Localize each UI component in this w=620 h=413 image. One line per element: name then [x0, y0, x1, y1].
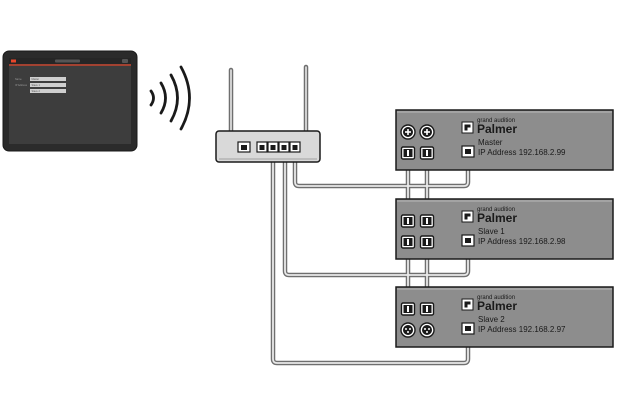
tablet-device: Name Master IP Address Slave 1 Slave 2 [2, 50, 138, 152]
ethernet-port-icon [267, 141, 279, 153]
tablet-field[interactable] [30, 83, 66, 87]
brand-name: Palmer [477, 122, 517, 136]
tablet-accent-bar [9, 64, 131, 66]
xlr-connector-icon [400, 322, 416, 338]
unit-role: Slave 2 [478, 315, 505, 324]
palmer-logo-icon [461, 121, 474, 134]
tablet-form: Name Master IP Address Slave 1 Slave 2 [15, 77, 66, 93]
xlr-connector-icon [419, 124, 435, 140]
unit-ip-address: IP Address 192.168.2.97 [478, 325, 566, 334]
ethernet-port-icon [289, 141, 301, 153]
xlr-plug-icon [400, 214, 416, 228]
unit-chassis [395, 109, 614, 171]
unit-chassis [395, 198, 614, 260]
unit-role: Master [478, 138, 503, 147]
brand-name: Palmer [477, 211, 517, 225]
ethernet-port-icon [278, 141, 290, 153]
brand-name: Palmer [477, 299, 517, 313]
router [215, 64, 321, 163]
tablet-field-value: Slave 1 [32, 84, 41, 87]
brand-tagline: grand audition [477, 207, 515, 213]
ethernet-port-icon [461, 145, 475, 158]
xlr-plug-icon [400, 235, 416, 249]
xlr-plug-icon [400, 146, 416, 160]
ethernet-port-icon [237, 141, 251, 153]
tablet-app-icon [11, 59, 16, 63]
tablet-field-label: Name [15, 78, 22, 81]
tablet-field-value: Master [32, 78, 40, 81]
ethernet-port-icon [461, 234, 475, 247]
palmer-logo-icon [461, 210, 474, 223]
ethernet-port-icon [256, 141, 268, 153]
brand-tagline: grand audition [477, 118, 515, 124]
wifi-waves-icon [149, 65, 191, 131]
tablet-field-label: IP Address [15, 84, 28, 87]
tablet-address-bar [55, 59, 80, 63]
tablet-field[interactable] [30, 77, 66, 81]
unit-ip-address: IP Address 192.168.2.98 [478, 237, 566, 246]
tablet-field[interactable] [30, 89, 66, 93]
xlr-plug-icon [419, 302, 435, 316]
unit-role: Slave 1 [478, 227, 505, 236]
xlr-plug-icon [419, 235, 435, 249]
xlr-plug-icon [419, 214, 435, 228]
xlr-plug-icon [400, 302, 416, 316]
tablet-field-value: Slave 2 [32, 90, 41, 93]
tablet-screen [9, 58, 131, 144]
ethernet-port-icon [461, 322, 475, 335]
xlr-plug-icon [419, 146, 435, 160]
xlr-connector-icon [419, 322, 435, 338]
xlr-connector-icon [400, 124, 416, 140]
unit-ip-address: IP Address 192.168.2.99 [478, 148, 566, 157]
tablet-menu-icon [122, 59, 128, 63]
brand-tagline: grand audition [477, 295, 515, 301]
unit-chassis [395, 286, 614, 348]
palmer-logo-icon [461, 298, 474, 311]
